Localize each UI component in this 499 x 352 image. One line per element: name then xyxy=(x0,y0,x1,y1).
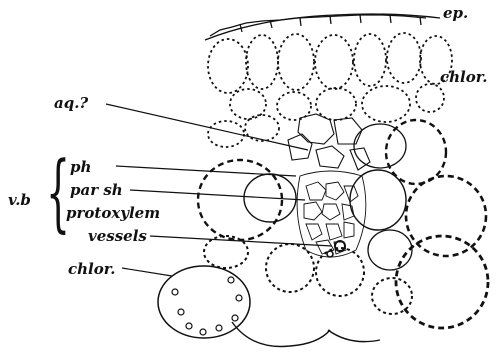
label-phloem: ph xyxy=(70,160,91,175)
lower-chlorenchyma xyxy=(158,266,380,347)
label-chlorenchyma-left: chlor. xyxy=(68,262,116,277)
label-chlorenchyma-right: chlor. xyxy=(440,70,488,85)
label-vascular-bundle: v.b xyxy=(8,193,31,208)
label-vessels: vessels xyxy=(88,229,147,244)
epidermis xyxy=(205,14,440,40)
chlorenchyma-cells-top xyxy=(208,33,452,147)
label-aqueous-tissue: aq.? xyxy=(54,96,88,111)
aqueous-tissue xyxy=(288,114,370,170)
vascular-bundle-brace: { xyxy=(46,150,70,234)
label-epidermis: ep. xyxy=(443,6,468,21)
label-protoxylem: protoxylem xyxy=(66,206,160,221)
label-parenchyma-sheath: par sh xyxy=(70,183,123,198)
